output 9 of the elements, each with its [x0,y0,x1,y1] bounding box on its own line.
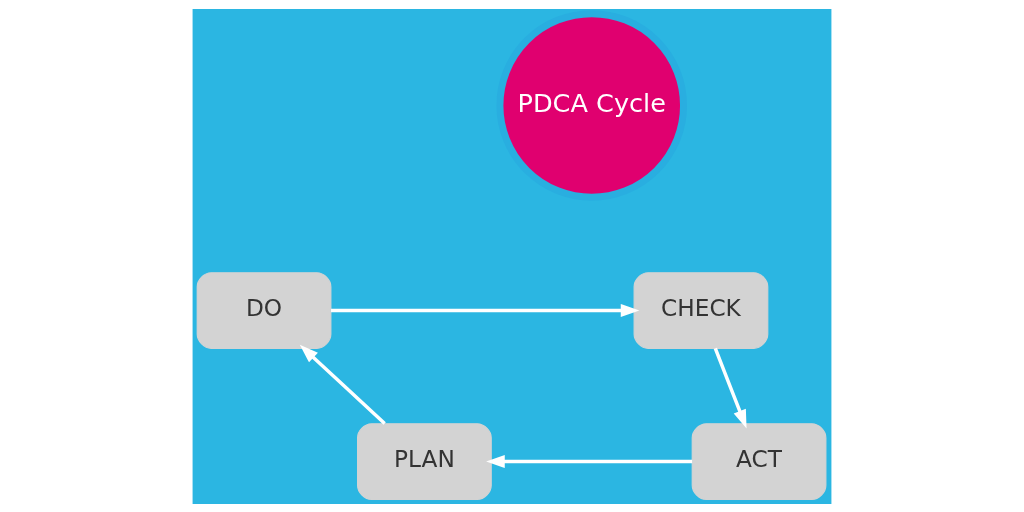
arrow [713,347,747,428]
arrow [299,344,386,425]
arrow [331,303,640,317]
node-box: PLAN [357,422,492,500]
arrow [486,454,693,468]
node-box: ACT [691,422,827,500]
node-box: DO [196,271,332,349]
node-circle: PDCA Cycle [496,9,687,201]
node-box: CHECK [633,271,769,349]
